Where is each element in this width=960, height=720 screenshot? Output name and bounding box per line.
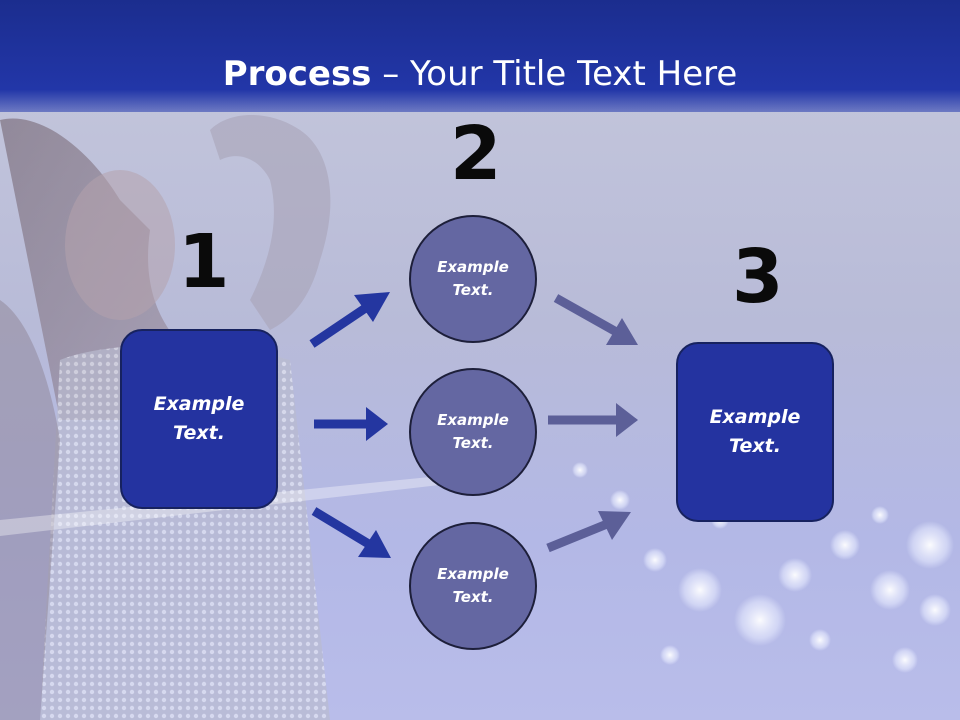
arrow-2-to-3-bottom [546, 511, 631, 553]
title-rest: – Your Title Text Here [371, 54, 738, 94]
step-2-circle-bottom: Example Text. [409, 522, 537, 650]
step-1-text-line1: Example [153, 393, 245, 415]
circle-top-line2: Text. [452, 281, 494, 299]
circle-bottom-line2: Text. [452, 588, 494, 606]
step-3-box: Example Text. [676, 342, 834, 522]
step-number-2: 2 [450, 111, 502, 197]
arrow-2-to-3-top [553, 294, 638, 345]
slide-title: Process – Your Title Text Here [0, 52, 960, 96]
step-1-box: Example Text. [120, 329, 278, 509]
step-3-text-line2: Text. [729, 435, 781, 457]
arrow-1-to-2-middle [314, 407, 388, 441]
circle-middle-line2: Text. [452, 434, 494, 452]
title-bold: Process [222, 54, 372, 94]
step-number-3: 3 [732, 234, 784, 320]
title-bar [0, 0, 960, 112]
arrow-2-to-3-middle [548, 403, 638, 437]
arrow-1-to-2-bottom [311, 507, 391, 558]
step-1-text-line2: Text. [173, 422, 225, 444]
circle-top-line1: Example [437, 258, 509, 276]
step-number-1: 1 [178, 219, 230, 305]
circle-middle-line1: Example [437, 411, 509, 429]
circle-bottom-line1: Example [437, 565, 509, 583]
step-2-circle-top: Example Text. [409, 215, 537, 343]
step-3-text-line1: Example [709, 406, 801, 428]
arrow-1-to-2-top [309, 292, 390, 348]
step-2-circle-middle: Example Text. [409, 368, 537, 496]
